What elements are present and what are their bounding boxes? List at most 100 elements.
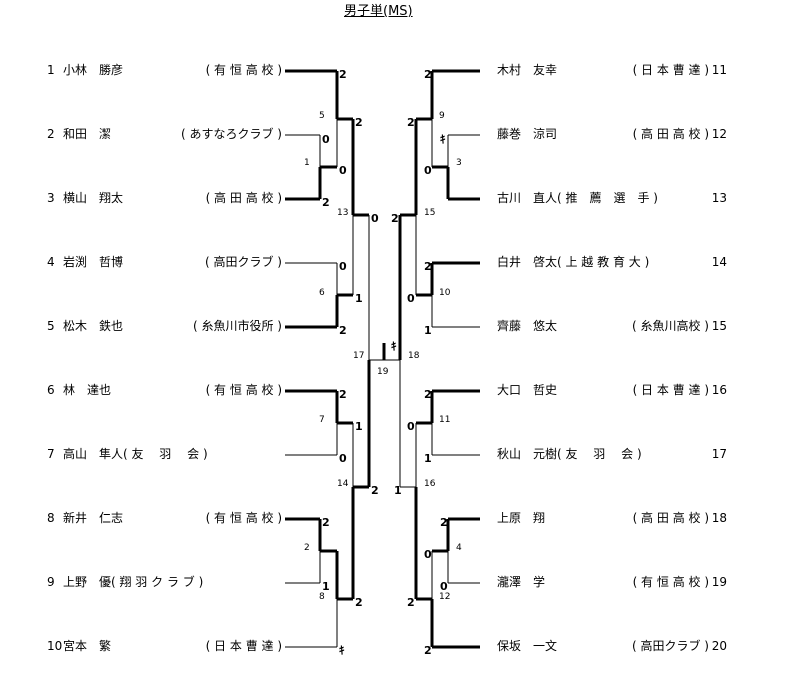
- player-row-left: 8 新井 仁志 ( 有 恒 高 校 ): [47, 511, 285, 525]
- match-score: 1: [424, 452, 432, 465]
- player-seed: 16: [711, 383, 727, 397]
- match-score: 1: [394, 484, 402, 497]
- player-seed: 14: [711, 255, 727, 269]
- player-row-left: 5 松木 鉄也 ( 糸魚川市役所 ): [47, 319, 285, 333]
- player-team: ( 高 田 高 校 ): [632, 127, 709, 141]
- match-number: 7: [319, 415, 325, 425]
- player-row-right: 上原 翔 ( 高 田 高 校 )18: [497, 511, 727, 525]
- player-seed: 18: [711, 511, 727, 525]
- match-score: 0: [424, 164, 432, 177]
- match-number: 1: [304, 158, 310, 168]
- match-score: 2: [424, 388, 432, 401]
- player-team: ( 高 田 高 校 ): [205, 191, 282, 205]
- match-number: 4: [456, 543, 462, 553]
- match-number: 16: [424, 479, 436, 489]
- player-team: ( 有 恒 高 校 ): [205, 511, 282, 525]
- match-score: 2: [355, 596, 363, 609]
- match-score: 0: [339, 452, 347, 465]
- player-seed: 6: [47, 383, 55, 397]
- player-name: 新井 仁志: [63, 511, 124, 525]
- player-team: ( 糸魚川高校 ): [632, 319, 709, 333]
- player-name: 林 達也: [63, 383, 112, 397]
- match-number: 8: [319, 592, 325, 602]
- player-seed: 19: [711, 575, 727, 589]
- player-name: 古川 直人( 推 薦 選 手 ): [497, 191, 658, 205]
- player-seed: 9: [47, 575, 55, 589]
- match-number: 3: [456, 158, 462, 168]
- player-name: 和田 潔: [63, 127, 112, 141]
- match-score: 2: [339, 388, 347, 401]
- match-score: 1: [424, 324, 432, 337]
- player-row-right: 齊藤 悠太 ( 糸魚川高校 )15: [497, 319, 727, 333]
- player-team: ( 有 恒 高 校 ): [205, 383, 282, 397]
- player-seed: 8: [47, 511, 55, 525]
- player-name: 松木 鉄也: [63, 319, 124, 333]
- match-score: 2: [339, 68, 347, 81]
- player-name: 横山 翔太: [63, 191, 124, 205]
- match-score: 0: [407, 292, 415, 305]
- player-seed: 17: [711, 447, 727, 461]
- player-row-right: 大口 哲史( 日 本 曹 達 )16: [497, 383, 727, 397]
- match-score: 0: [424, 548, 432, 561]
- player-name: 宮本 繁: [63, 639, 112, 653]
- player-seed: 20: [711, 639, 727, 653]
- match-number: 13: [337, 208, 349, 218]
- match-score: 2: [407, 116, 415, 129]
- match-score: 0: [371, 212, 379, 225]
- player-row-right: 瀧澤 学( 有 恒 高 校 )19: [497, 575, 727, 589]
- player-team: ( 日 本 曹 達 ): [205, 639, 282, 653]
- player-team: ( 日 本 曹 達 ): [632, 63, 709, 77]
- match-number: 15: [424, 208, 436, 218]
- player-name: 上野 優( 翔 羽 ク ラ ブ ): [63, 575, 204, 589]
- match-number: 9: [439, 111, 445, 121]
- match-score: 0: [407, 420, 415, 433]
- player-name: 齊藤 悠太: [497, 319, 558, 333]
- match-number: 17: [353, 351, 365, 361]
- player-seed: 11: [711, 63, 727, 77]
- player-team: ( 有 恒 高 校 ): [205, 63, 282, 77]
- player-team: ( 高田クラブ ): [205, 255, 282, 269]
- match-number: 5: [319, 111, 325, 121]
- player-row-right: 保坂 一文( 高田クラブ )20: [497, 639, 727, 653]
- match-score: 1: [355, 420, 363, 433]
- player-name: 木村 友幸: [497, 63, 558, 77]
- player-seed: 7: [47, 447, 55, 461]
- page-title: 男子単(MS): [344, 4, 413, 19]
- match-score: 0: [339, 260, 347, 273]
- player-team: ( 日 本 曹 達 ): [632, 383, 709, 397]
- match-score: 2: [391, 212, 399, 225]
- match-number: 11: [439, 415, 451, 425]
- player-seed: 15: [711, 319, 727, 333]
- player-row-right: 白井 啓太( 上 越 教 育 大 ) 14: [497, 255, 727, 269]
- player-name: 上原 翔: [497, 511, 546, 525]
- match-number: 2: [304, 543, 310, 553]
- player-seed: 1: [47, 63, 55, 77]
- match-score: 2: [371, 484, 379, 497]
- match-score: 2: [339, 324, 347, 337]
- player-name: 瀧澤 学: [497, 575, 546, 589]
- player-team: ( 糸魚川市役所 ): [193, 319, 282, 333]
- player-row-left: 9 上野 優( 翔 羽 ク ラ ブ ): [47, 575, 285, 589]
- match-score: 1: [355, 292, 363, 305]
- match-number: 12: [439, 592, 451, 602]
- match-number: 6: [319, 288, 325, 298]
- player-seed: 5: [47, 319, 55, 333]
- player-row-right: 秋山 元樹( 友 羽 会 )17: [497, 447, 727, 461]
- match-score: 0: [339, 164, 347, 177]
- player-team: ( 高 田 高 校 ): [632, 511, 709, 525]
- player-seed: 12: [711, 127, 727, 141]
- match-score: ｷ: [339, 644, 345, 657]
- match-number: 10: [439, 288, 451, 298]
- player-name: 白井 啓太( 上 越 教 育 大 ): [497, 255, 650, 269]
- player-seed: 10: [47, 639, 63, 653]
- match-score: 0: [322, 133, 330, 146]
- match-score: 1: [322, 580, 330, 593]
- match-score: 2: [424, 260, 432, 273]
- player-row-right: 藤巻 涼司( 高 田 高 校 )12: [497, 127, 727, 141]
- player-team: ( あすなろクラブ ): [181, 127, 282, 141]
